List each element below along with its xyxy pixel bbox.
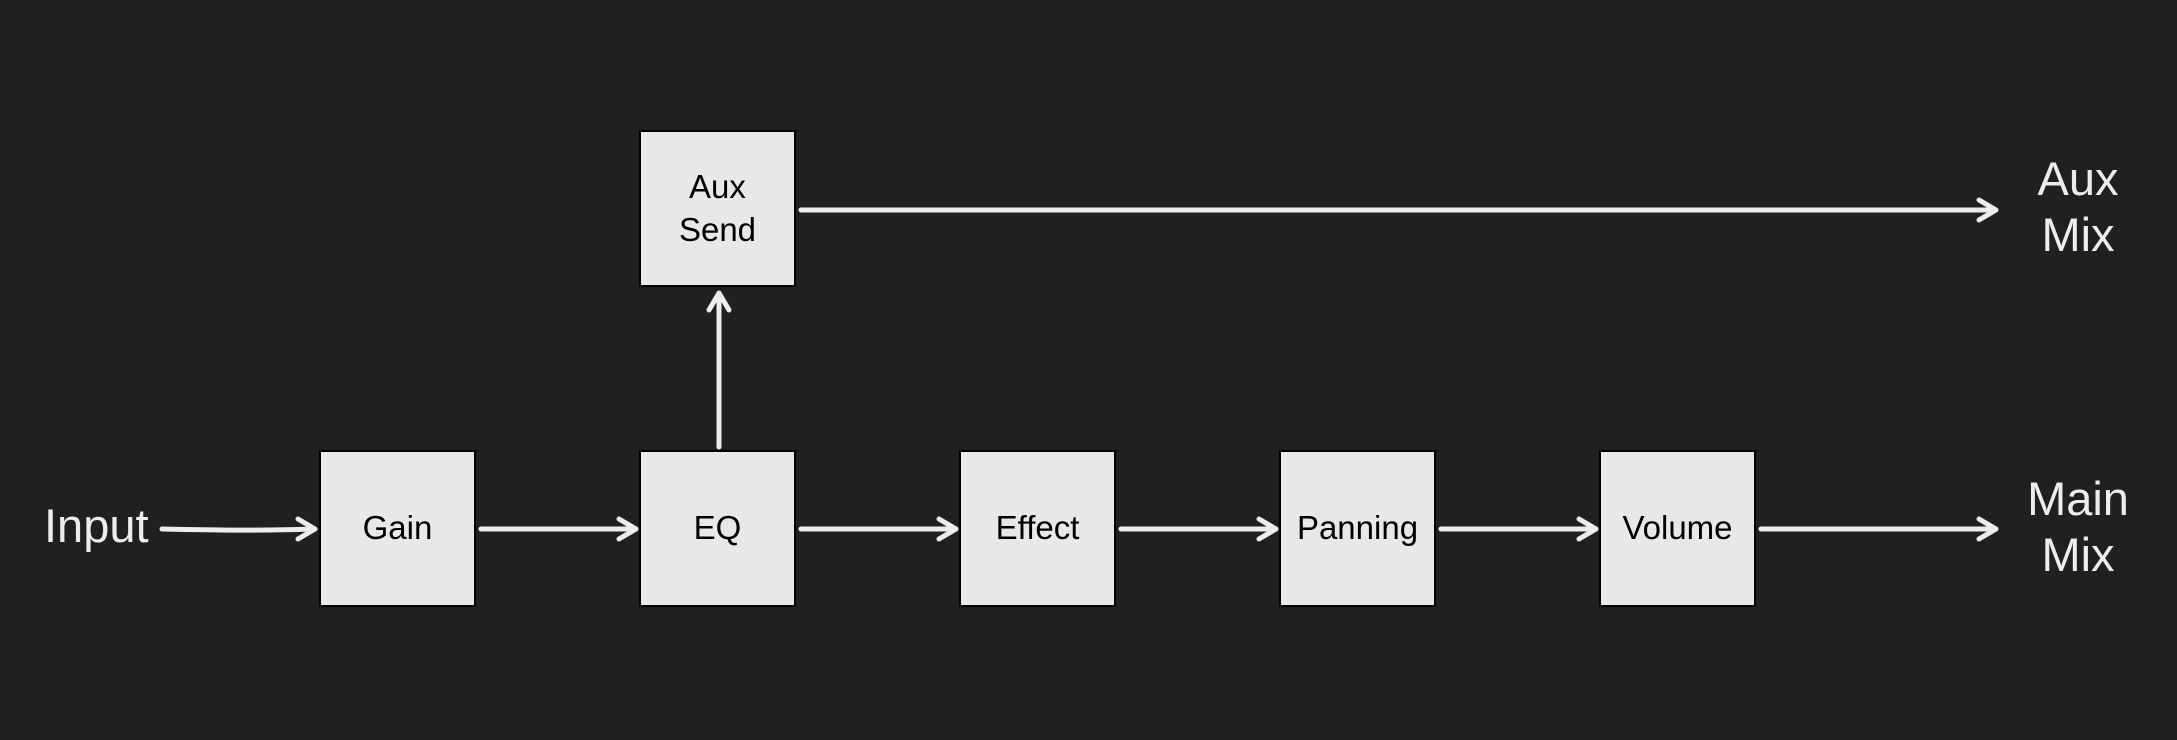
arrow-input-to-gain: [159, 526, 315, 533]
arrowhead-panning-to-volume: [1576, 516, 1599, 542]
arrowhead-eq-to-effect: [936, 516, 959, 542]
effect-block: Effect: [959, 450, 1116, 607]
arrowhead-input-to-gain: [295, 516, 318, 542]
aux-send-block: Aux Send: [639, 130, 796, 287]
arrowhead-gain-to-eq: [616, 516, 639, 542]
arrowhead-aux-send-to-aux-mix: [1976, 197, 1999, 223]
arrowhead-eq-to-aux-send: [706, 290, 732, 313]
main-mix-label: Main Mix: [2027, 472, 2129, 582]
aux-mix-label: Aux Mix: [2037, 152, 2119, 262]
volume-block: Volume: [1599, 450, 1756, 607]
input-label: Input: [44, 499, 149, 552]
eq-block: EQ: [639, 450, 796, 607]
panning-block: Panning: [1279, 450, 1436, 607]
arrowhead-effect-to-panning: [1256, 516, 1279, 542]
arrowhead-volume-to-main-mix: [1976, 516, 1999, 542]
gain-block: Gain: [319, 450, 476, 607]
